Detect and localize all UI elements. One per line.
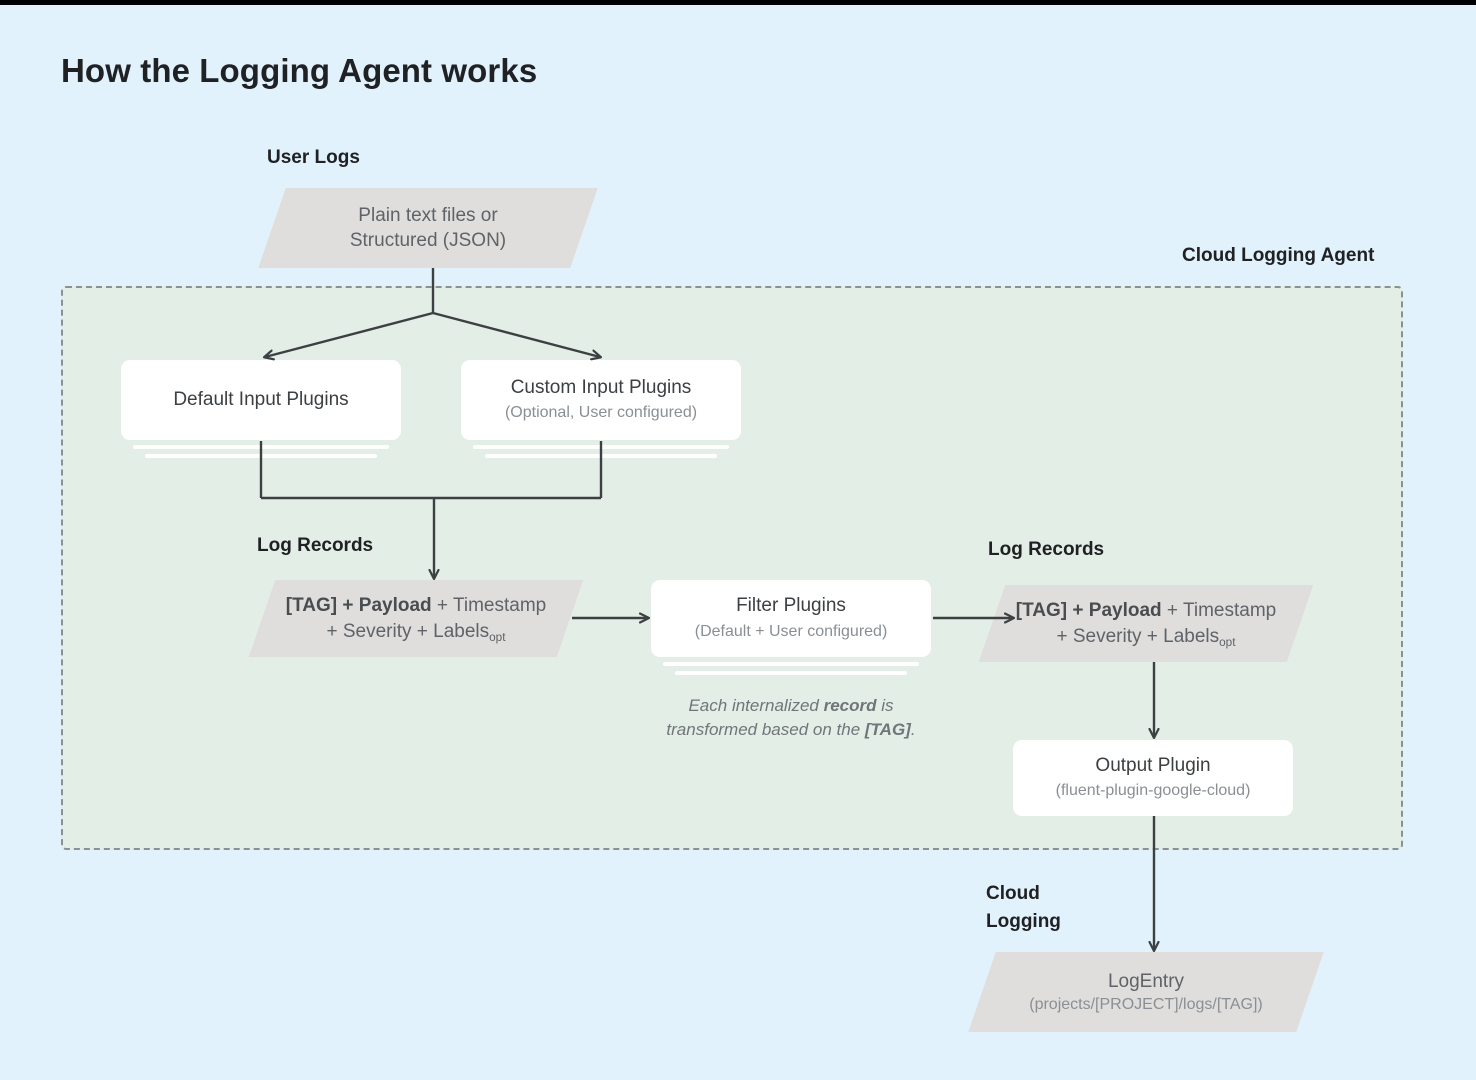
node-custom-input-plugins[interactable]: Custom Input Plugins (Optional, User con…	[461, 360, 741, 440]
log-record-left-strong: [TAG] + Payload	[285, 595, 432, 617]
stack-line-filter-1	[663, 662, 919, 666]
node-user-logs-source: Plain text files or Structured (JSON)	[258, 188, 598, 268]
stack-line-default-1	[133, 445, 389, 449]
stack-line-custom-2	[485, 454, 717, 458]
filter-plugins-title: Filter Plugins	[736, 595, 846, 617]
label-cloud-logging: Cloud Logging	[986, 883, 1061, 932]
log-record-right-line1: [TAG] + Payload + Timestamp	[1016, 598, 1276, 623]
caption-bold-tag: [TAG]	[864, 719, 911, 739]
label-log-records-left: Log Records	[257, 535, 374, 556]
log-record-left-rest: + Timestamp	[431, 595, 547, 617]
log-record-right-subscript: opt	[1219, 635, 1236, 649]
custom-input-plugins-title: Custom Input Plugins	[510, 376, 692, 398]
log-record-left-line1: [TAG] + Payload + Timestamp	[286, 593, 546, 618]
log-record-right-rest: + Timestamp	[1161, 600, 1277, 622]
log-record-left-subscript: opt	[489, 630, 506, 644]
label-user-logs: User Logs	[267, 147, 360, 168]
top-black-bar	[0, 0, 1476, 5]
log-record-left-line2: + Severity + Labelsopt	[326, 619, 505, 644]
stack-line-custom-1	[473, 445, 729, 449]
label-log-records-right: Log Records	[988, 539, 1105, 560]
log-record-right-line2-text: + Severity + Labels	[1056, 625, 1220, 647]
page-title: How the Logging Agent works	[61, 52, 538, 89]
filter-plugins-subtitle: (Default + User configured)	[694, 622, 888, 640]
output-plugin-subtitle: (fluent-plugin-google-cloud)	[1055, 782, 1251, 800]
user-logs-source-line1: Plain text files or	[358, 204, 498, 226]
node-log-record-left: [TAG] + Payload + Timestamp + Severity +…	[248, 580, 584, 657]
log-record-left-line2-text: + Severity + Labels	[326, 620, 490, 642]
output-plugin-title: Output Plugin	[1095, 754, 1211, 776]
label-cloud-logging-agent: Cloud Logging Agent	[1182, 245, 1375, 266]
caption-part3: .	[910, 719, 916, 739]
stack-line-default-2	[145, 454, 377, 458]
user-logs-source-line2: Structured (JSON)	[349, 230, 507, 251]
node-output-plugin[interactable]: Output Plugin (fluent-plugin-google-clou…	[1013, 740, 1293, 816]
log-entry-path: (projects/[PROJECT]/logs/[TAG])	[1029, 996, 1263, 1013]
log-entry-title: LogEntry	[1107, 970, 1185, 992]
log-record-right-line2: + Severity + Labelsopt	[1056, 624, 1235, 649]
caption-bold-record: record	[823, 696, 877, 715]
node-filter-plugins[interactable]: Filter Plugins (Default + User configure…	[651, 580, 931, 657]
custom-input-plugins-subtitle: (Optional, User configured)	[504, 404, 698, 422]
node-log-entry: LogEntry (projects/[PROJECT]/logs/[TAG])	[968, 952, 1324, 1032]
caption-part1: Each internalized	[688, 696, 824, 715]
stack-line-filter-2	[675, 671, 907, 675]
default-input-plugins-title: Default Input Plugins	[173, 388, 349, 410]
node-log-record-right: [TAG] + Payload + Timestamp + Severity +…	[978, 585, 1314, 662]
node-default-input-plugins[interactable]: Default Input Plugins	[121, 360, 401, 440]
log-record-right-strong: [TAG] + Payload	[1015, 600, 1162, 622]
filter-transform-caption: Each internalized record is transformed …	[641, 694, 941, 742]
caption-part2: is transformed based on the	[666, 696, 894, 739]
